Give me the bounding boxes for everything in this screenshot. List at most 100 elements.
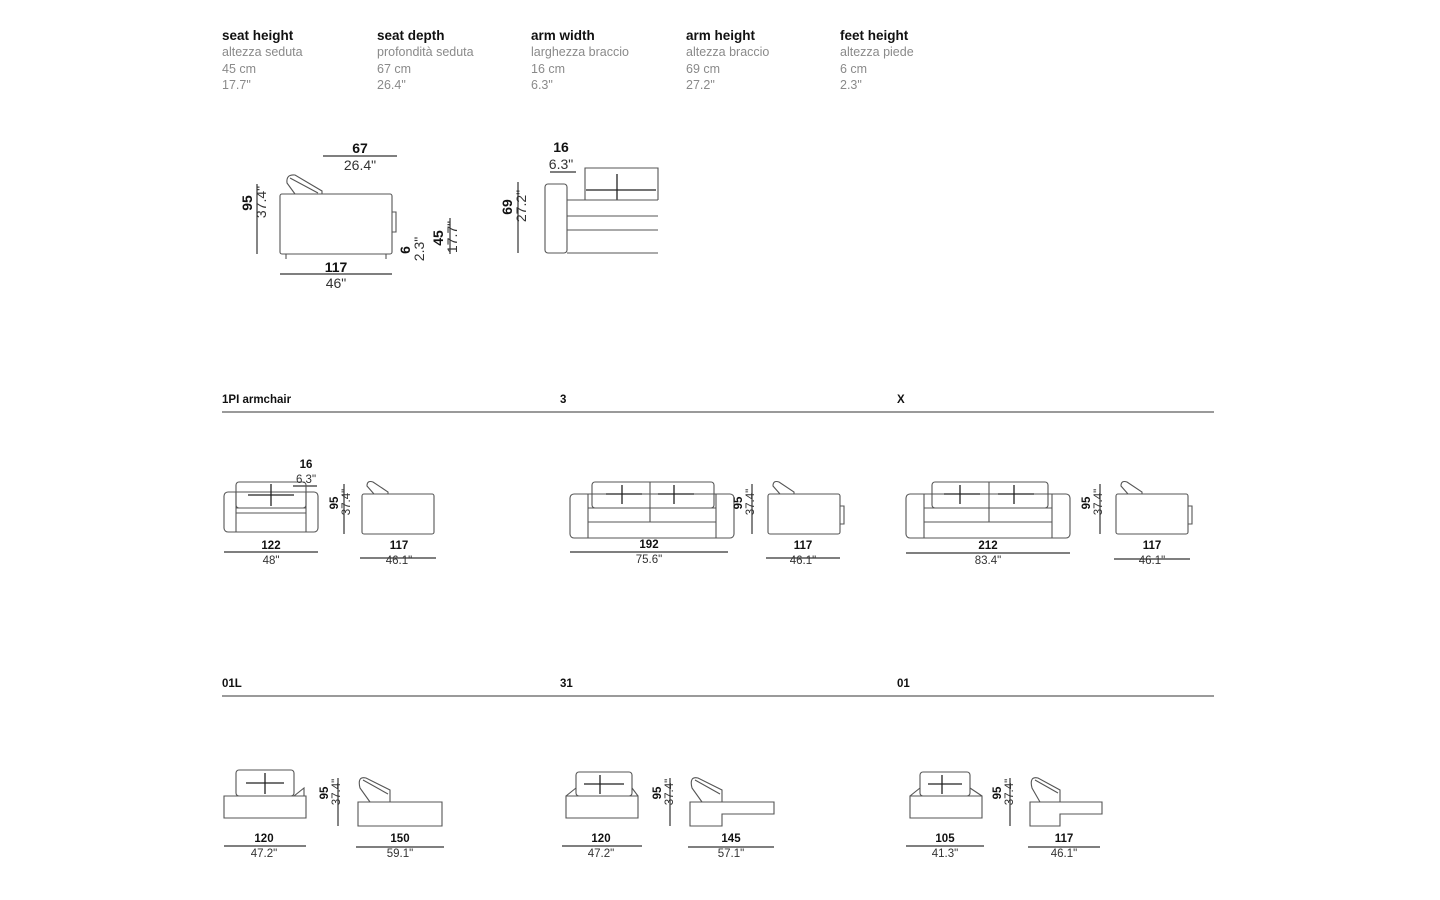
dim-cm: 45 xyxy=(430,230,446,246)
dim-cm: 16 xyxy=(299,459,313,471)
armchair-height-dim: 95 37.4" xyxy=(329,483,353,523)
sofa-3-front-drawing xyxy=(569,481,735,553)
spec-cm: 45 cm xyxy=(222,61,257,76)
dim-cm: 192 xyxy=(639,539,659,551)
model-title-x: X xyxy=(897,394,905,406)
spec-title: seat height xyxy=(222,28,294,43)
detail-length-dim: 117 46" xyxy=(280,260,392,290)
spec-inch: 6.3" xyxy=(531,78,553,92)
dim-cm: 145 xyxy=(721,833,741,845)
model-title-1pl: 1PI armchair xyxy=(222,394,292,406)
dim-cm: 95 xyxy=(329,496,341,510)
sofa-x-height-dim: 95 37.4" xyxy=(1081,483,1105,523)
spec-cm: 67 cm xyxy=(377,61,412,76)
spec-italian: altezza braccio xyxy=(686,45,770,59)
dim-inch: 83.4" xyxy=(974,554,1002,567)
module-01l-height-dim: 95 37.4" xyxy=(319,773,343,813)
dim-cm: 212 xyxy=(978,540,998,552)
sofa-x-front-drawing xyxy=(905,481,1071,554)
spec-title: seat depth xyxy=(377,28,445,43)
detail-depth-dim: 67 26.4" xyxy=(323,141,397,172)
spec-cm: 16 cm xyxy=(531,61,566,76)
model-title-01l: 01L xyxy=(222,678,242,690)
dim-inch: 6.3" xyxy=(295,473,317,486)
module-01l-side-dim: 150 59.1" xyxy=(356,833,444,860)
section-divider-2 xyxy=(222,695,1214,697)
dim-cm: 117 xyxy=(1054,833,1074,845)
dim-inch: 6.3" xyxy=(548,156,574,172)
dim-inch: 46.1" xyxy=(1138,554,1166,567)
detail-arm-height-dim: 69 27.2" xyxy=(499,177,529,237)
sofa-3-width-dim: 192 75.6" xyxy=(570,539,728,566)
model-title-3: 3 xyxy=(560,394,567,406)
armchair-width-dim: 122 48" xyxy=(224,540,318,567)
dim-inch: 46.1" xyxy=(789,554,817,567)
dim-inch: 37.4" xyxy=(330,778,343,806)
dim-inch: 57.1" xyxy=(717,847,745,860)
sofa-3-height-dim: 95 37.4" xyxy=(733,483,757,523)
dim-cm: 117 xyxy=(324,259,348,275)
detail-side-view-drawing xyxy=(256,155,397,275)
spec-arm-height: arm height altezza braccio 69 cm 27.2" xyxy=(686,28,836,94)
spec-italian: altezza piede xyxy=(840,45,914,59)
sofa-x-side-dim: 117 46.1" xyxy=(1114,540,1190,567)
dim-cm: 69 xyxy=(499,199,515,215)
dim-inch: 37.4" xyxy=(253,185,269,219)
module-01-side-drawing xyxy=(1009,777,1103,848)
spec-arm-width: arm width larghezza braccio 16 cm 6.3" xyxy=(531,28,681,94)
dim-cm: 122 xyxy=(261,540,281,552)
dim-cm: 117 xyxy=(389,540,409,552)
dim-cm: 105 xyxy=(935,833,955,845)
dim-cm: 95 xyxy=(239,195,255,211)
spec-cm: 6 cm xyxy=(840,61,868,76)
spec-feet-height: feet height altezza piede 6 cm 2.3" xyxy=(840,28,990,94)
detail-seat-height-dim: 45 17.7" xyxy=(430,218,460,258)
dim-cm: 6 xyxy=(397,246,413,254)
dim-cm: 95 xyxy=(652,786,664,800)
dim-cm: 95 xyxy=(992,786,1004,800)
dim-cm: 95 xyxy=(319,786,331,800)
dim-inch: 37.4" xyxy=(1003,778,1016,806)
detail-arm-width-dim: 16 6.3" xyxy=(541,140,581,171)
spec-title: feet height xyxy=(840,28,909,43)
dim-inch: 48" xyxy=(262,554,280,567)
dim-cm: 117 xyxy=(793,540,813,552)
module-01-front-drawing xyxy=(906,771,984,847)
spec-title: arm width xyxy=(531,28,595,43)
detail-feet-dim: 6 2.3" xyxy=(397,230,427,270)
detail-arm-view-drawing xyxy=(517,167,659,254)
dim-inch: 41.3" xyxy=(931,847,959,860)
module-31-height-dim: 95 37.4" xyxy=(652,773,676,813)
module-01-width-dim: 105 41.3" xyxy=(906,833,984,860)
dim-inch: 47.2" xyxy=(250,847,278,860)
sofa-x-side-drawing xyxy=(1099,480,1193,560)
spec-italian: larghezza braccio xyxy=(531,45,629,59)
module-31-front-drawing xyxy=(562,771,642,847)
spec-italian: altezza seduta xyxy=(222,45,303,59)
spec-inch: 2.3" xyxy=(840,78,862,92)
spec-seat-depth: seat depth profondità seduta 67 cm 26.4" xyxy=(377,28,527,94)
dim-cm: 95 xyxy=(733,496,745,510)
sofa-3-side-drawing xyxy=(751,480,845,559)
module-01l-width-dim: 120 47.2" xyxy=(222,833,306,860)
dim-cm: 117 xyxy=(1142,540,1162,552)
dim-inch: 59.1" xyxy=(386,847,414,860)
dim-inch: 46.1" xyxy=(1050,847,1078,860)
module-01-height-dim: 95 37.4" xyxy=(992,773,1016,813)
dim-inch: 26.4" xyxy=(343,157,377,173)
dim-inch: 27.2" xyxy=(513,189,529,223)
spec-inch: 26.4" xyxy=(377,78,406,92)
dim-cm: 150 xyxy=(390,833,410,845)
module-31-side-drawing xyxy=(669,777,775,848)
dim-cm: 16 xyxy=(553,139,569,155)
sofa-x-width-dim: 212 83.4" xyxy=(906,540,1070,567)
dim-inch: 47.2" xyxy=(587,847,615,860)
dim-cm: 67 xyxy=(352,140,368,156)
dim-inch: 2.3" xyxy=(411,236,427,262)
dim-cm: 95 xyxy=(1081,496,1093,510)
module-01-side-dim: 117 46.1" xyxy=(1028,833,1100,860)
dim-inch: 46.1" xyxy=(385,554,413,567)
spec-inch: 27.2" xyxy=(686,78,715,92)
armchair-side-dim: 117 46.1" xyxy=(362,540,436,567)
model-title-01: 01 xyxy=(897,678,910,690)
